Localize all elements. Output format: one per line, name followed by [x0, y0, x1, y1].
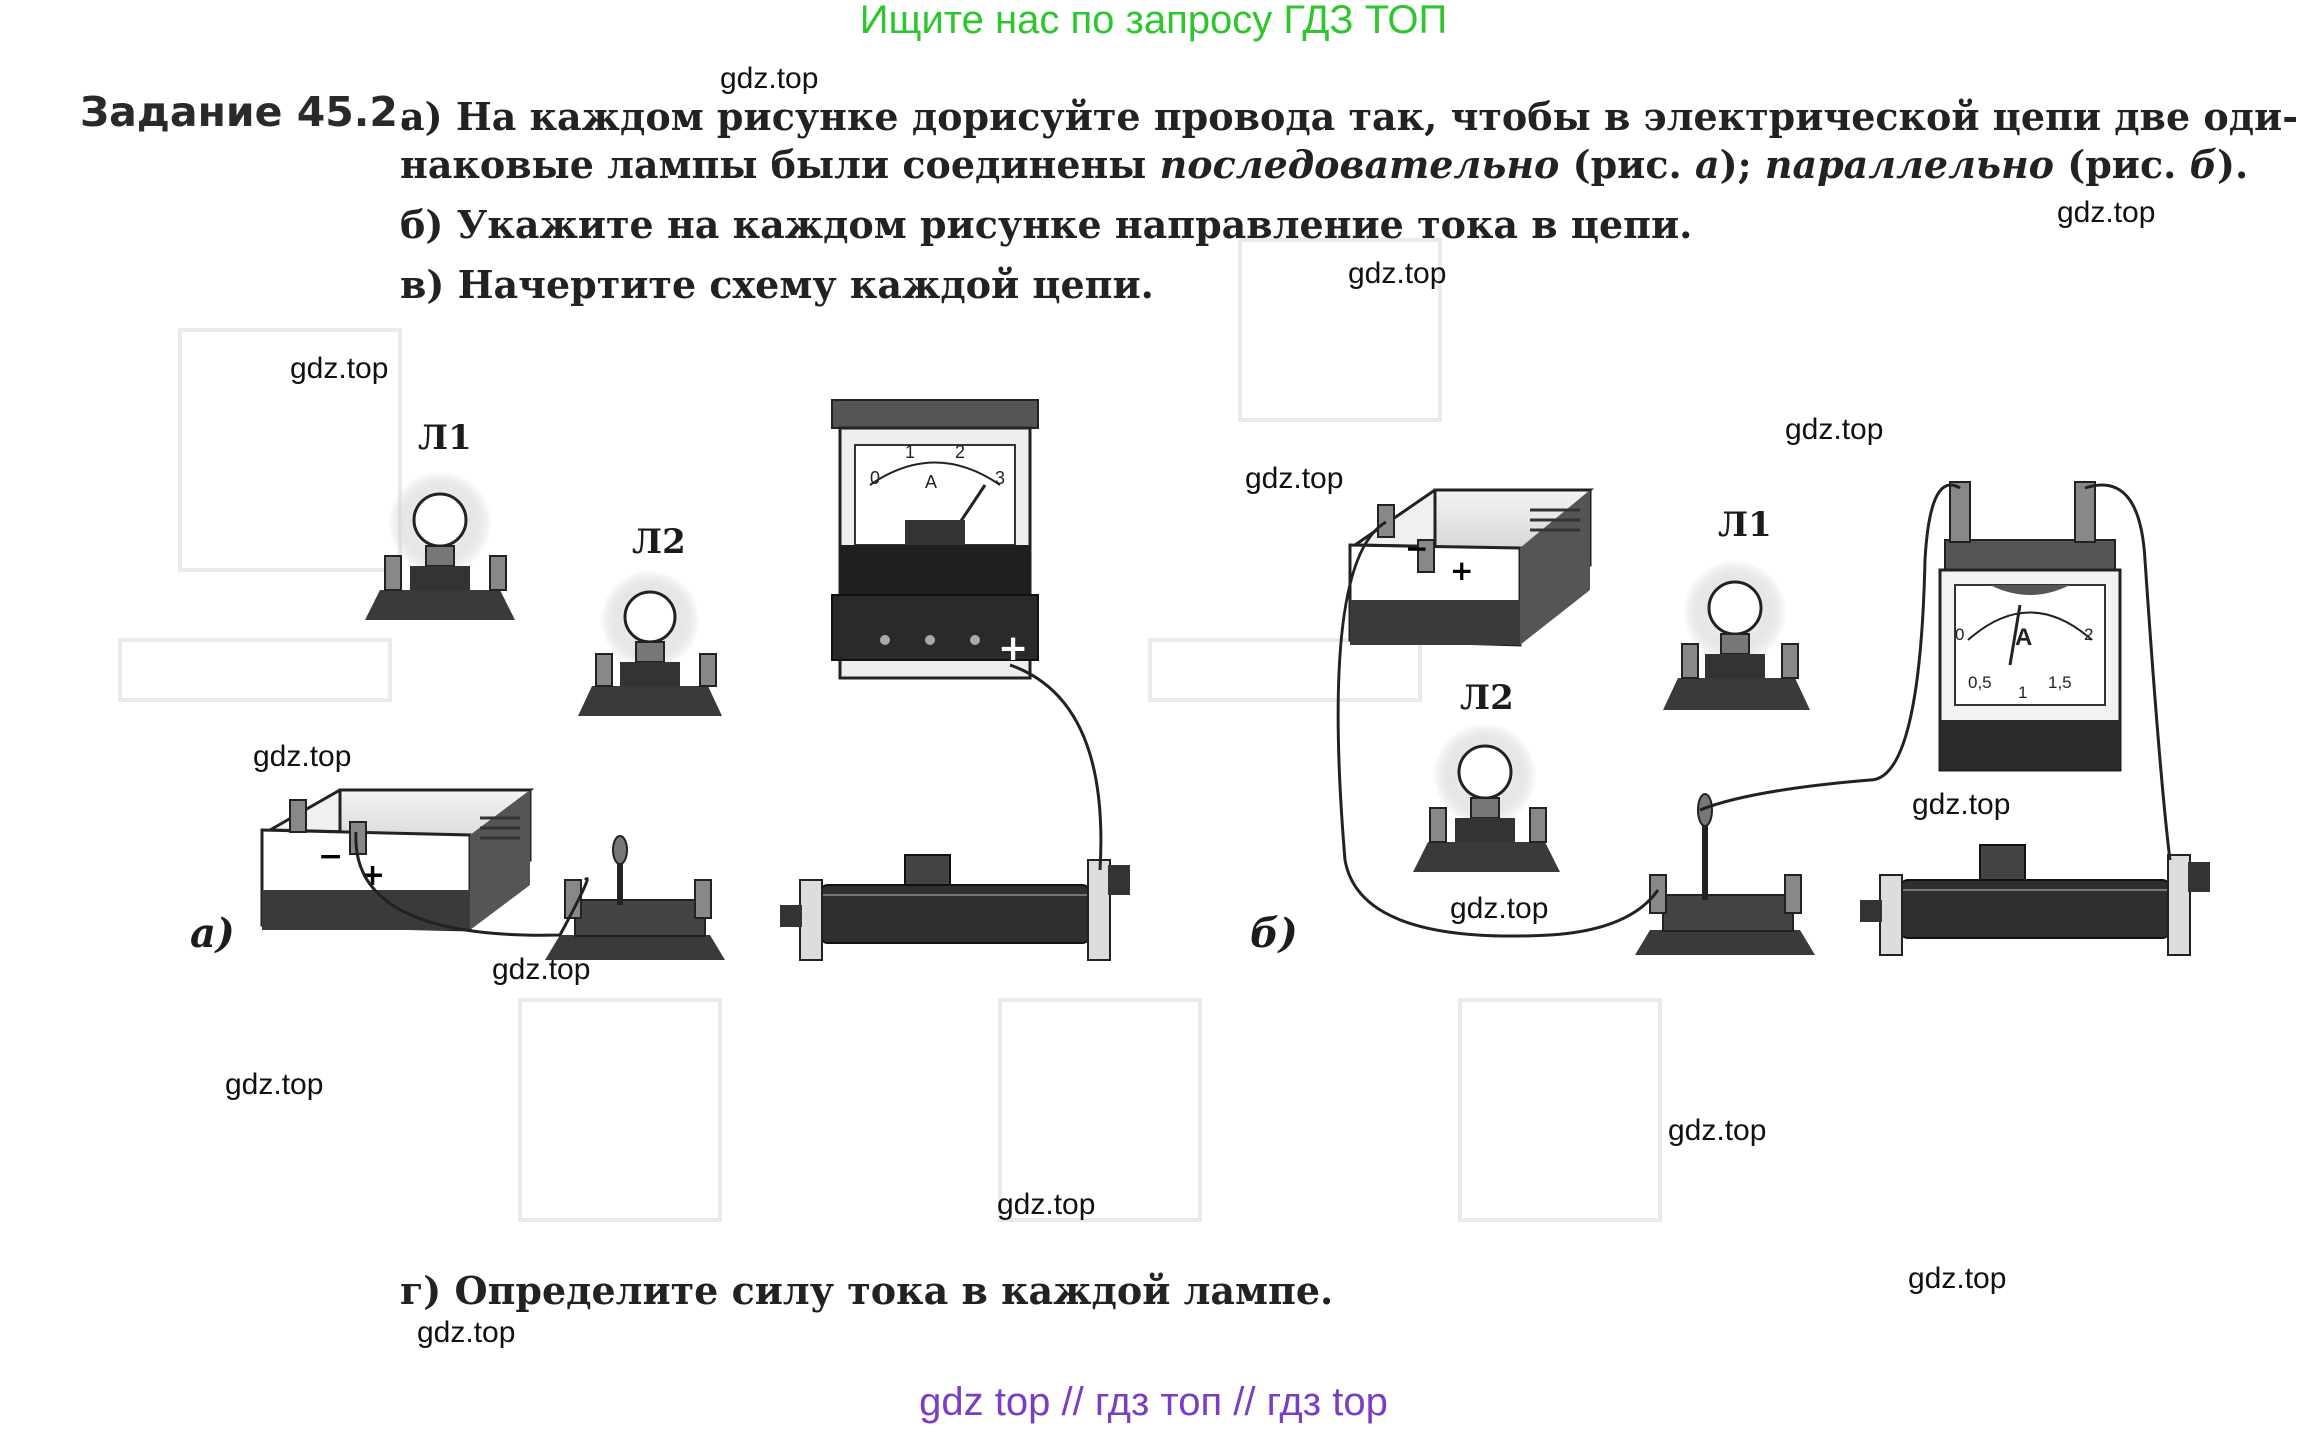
task-a-line2: наковые лампы были соединены последовате…	[400, 142, 2248, 187]
wire-a-1	[354, 831, 589, 937]
watermark: gdz.top	[1450, 892, 1549, 925]
task-g: г) Определите силу тока в каждой лампе.	[400, 1268, 1334, 1313]
figure-a-label: а)	[190, 910, 235, 957]
ammeter-b-unit: A	[2015, 624, 2032, 651]
battery-a-minus: −	[318, 839, 343, 874]
ammeter-b-tick-05: 0,5	[1968, 673, 1992, 692]
task-text: );	[1719, 142, 1765, 187]
watermark: gdz.top	[225, 1068, 324, 1101]
footer-links[interactable]: gdz top // гдз топ // гдз top	[919, 1380, 1388, 1424]
lamp-1-a	[365, 471, 515, 620]
watermark: gdz.top	[2057, 196, 2156, 229]
wire-b-1	[1336, 520, 1660, 938]
search-banner: Ищите нас по запросу ГДЗ ТОП	[859, 0, 1448, 42]
lamp-2-b-label: Л2	[1460, 678, 1514, 718]
wire-a-2	[1009, 663, 1103, 871]
watermark: gdz.top	[1908, 1262, 2007, 1295]
ammeter-b-tick-15: 1,5	[2048, 673, 2072, 692]
watermark: gdz.top	[253, 740, 352, 773]
watermark: gdz.top	[1668, 1114, 1767, 1147]
watermark: gdz.top	[417, 1316, 516, 1349]
emphasis-fig-b: б	[2189, 142, 2218, 187]
ammeter-a-tick-3: 3	[995, 468, 1005, 488]
ammeter-a-tick-2: 2	[955, 442, 965, 462]
ammeter-a-unit: A	[925, 472, 937, 492]
battery-b-plus: +	[1450, 554, 1473, 587]
ammeter-b-tick-0: 0	[1955, 625, 1964, 644]
ammeter-a-tick-0: 0	[870, 468, 880, 488]
emphasis-parallel: параллельно	[1764, 142, 2055, 187]
watermark: gdz.top	[1245, 462, 1344, 495]
watermark: gdz.top	[1912, 788, 2011, 821]
task-text: (рис.	[1559, 142, 1695, 187]
emphasis-fig-a: а	[1694, 142, 1720, 187]
ammeter-b-tick-1: 1	[2018, 683, 2027, 702]
rheostat-b	[1860, 844, 2210, 956]
watermark: gdz.top	[720, 62, 819, 95]
watermark: gdz.top	[492, 953, 591, 986]
figure-b-label: б)	[1250, 910, 1298, 957]
battery-b-minus: −	[1405, 532, 1428, 565]
ammeter-a-tick-1: 1	[905, 442, 915, 462]
lamp-2-a-label: Л2	[632, 522, 686, 562]
task-number: Задание 45.2.	[80, 88, 414, 136]
task-v: в) Начертите схему каждой цепи.	[400, 262, 1154, 307]
lamp-2-a	[578, 570, 722, 716]
emphasis-series: последовательно	[1159, 142, 1560, 187]
ammeter-a-plus: +	[998, 628, 1028, 669]
ammeter-b-tick-2: 2	[2084, 625, 2093, 644]
task-b: б) Укажите на каждом рисунке направление…	[400, 202, 1693, 247]
battery-b	[1348, 488, 1595, 647]
task-a-line1: а) На каждом рисунке дорисуйте провода т…	[400, 94, 2298, 139]
lamp-1-a-label: Л1	[418, 418, 472, 458]
lamp-1-b-label: Л1	[1718, 505, 1772, 545]
lamp-1-b	[1663, 560, 1810, 710]
switch-a	[545, 835, 725, 960]
ammeter-b	[1938, 481, 2122, 772]
task-text: ).	[2217, 142, 2249, 187]
rheostat-a	[780, 854, 1130, 961]
wire-b-3	[2084, 483, 2172, 861]
lamp-2-b	[1413, 723, 1560, 872]
watermark: gdz.top	[997, 1188, 1096, 1221]
show-through	[118, 238, 1662, 1222]
ammeter-a	[831, 399, 1039, 680]
wire-b-2	[1699, 483, 1961, 812]
task-text: (рис.	[2054, 142, 2190, 187]
watermark: gdz.top	[1785, 413, 1884, 446]
task-text: наковые лампы были соединены	[400, 142, 1160, 187]
switch-b	[1635, 793, 1815, 955]
watermark: gdz.top	[290, 352, 389, 385]
watermark: gdz.top	[1348, 257, 1447, 290]
